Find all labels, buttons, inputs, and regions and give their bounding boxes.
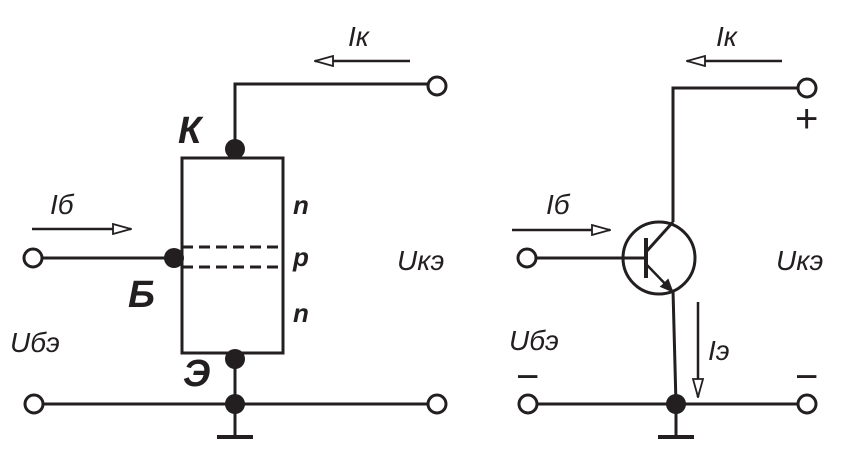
right-ie-label: Iэ	[708, 335, 730, 366]
minus-sign-left: −	[516, 355, 539, 399]
transistor-collector-lead	[644, 220, 675, 254]
left-circuit	[22, 61, 448, 439]
transistor-emitter-lead	[645, 263, 674, 293]
right-ik-label: Iк	[716, 21, 739, 52]
right-collector-terminal[interactable]	[796, 77, 818, 99]
left-base-terminal[interactable]	[22, 247, 44, 269]
right-uke-label: Uкэ	[776, 245, 823, 276]
left-ik-label: Iк	[348, 21, 371, 52]
left-ib-label: Iб	[50, 189, 75, 220]
emitter-label: Э	[183, 353, 210, 395]
right-ube-label: Uбэ	[509, 325, 559, 356]
right-ib-label: Iб	[546, 189, 571, 220]
plus-sign: +	[795, 97, 818, 141]
left-common-terminal-right[interactable]	[426, 393, 448, 415]
left-ube-label: Uбэ	[10, 327, 60, 358]
emitter-contact-dot	[225, 349, 245, 369]
right-junction-dot	[666, 394, 686, 414]
base-label: Б	[128, 274, 155, 316]
right-base-terminal[interactable]	[516, 247, 538, 269]
layer-n-top-label: n	[293, 190, 309, 220]
layer-p-label: p	[292, 242, 309, 272]
collector-label: К	[178, 110, 204, 152]
right-collector-wire	[671, 86, 798, 222]
left-collector-terminal[interactable]	[426, 75, 448, 97]
right-common-terminal-left[interactable]	[517, 393, 539, 415]
left-uke-label: Uкэ	[397, 245, 444, 276]
collector-contact-dot	[225, 139, 245, 159]
minus-sign-right: −	[795, 355, 818, 399]
right-emitter-wire	[671, 289, 678, 405]
right-circuit	[512, 61, 818, 439]
right-common-terminal-right[interactable]	[796, 393, 818, 415]
left-collector-wire	[233, 82, 428, 148]
base-contact-dot	[164, 248, 184, 268]
left-junction-dot	[225, 394, 245, 414]
npn-crystal	[180, 156, 285, 355]
left-common-terminal-left[interactable]	[23, 393, 45, 415]
layer-n-bottom-label: n	[293, 298, 309, 328]
